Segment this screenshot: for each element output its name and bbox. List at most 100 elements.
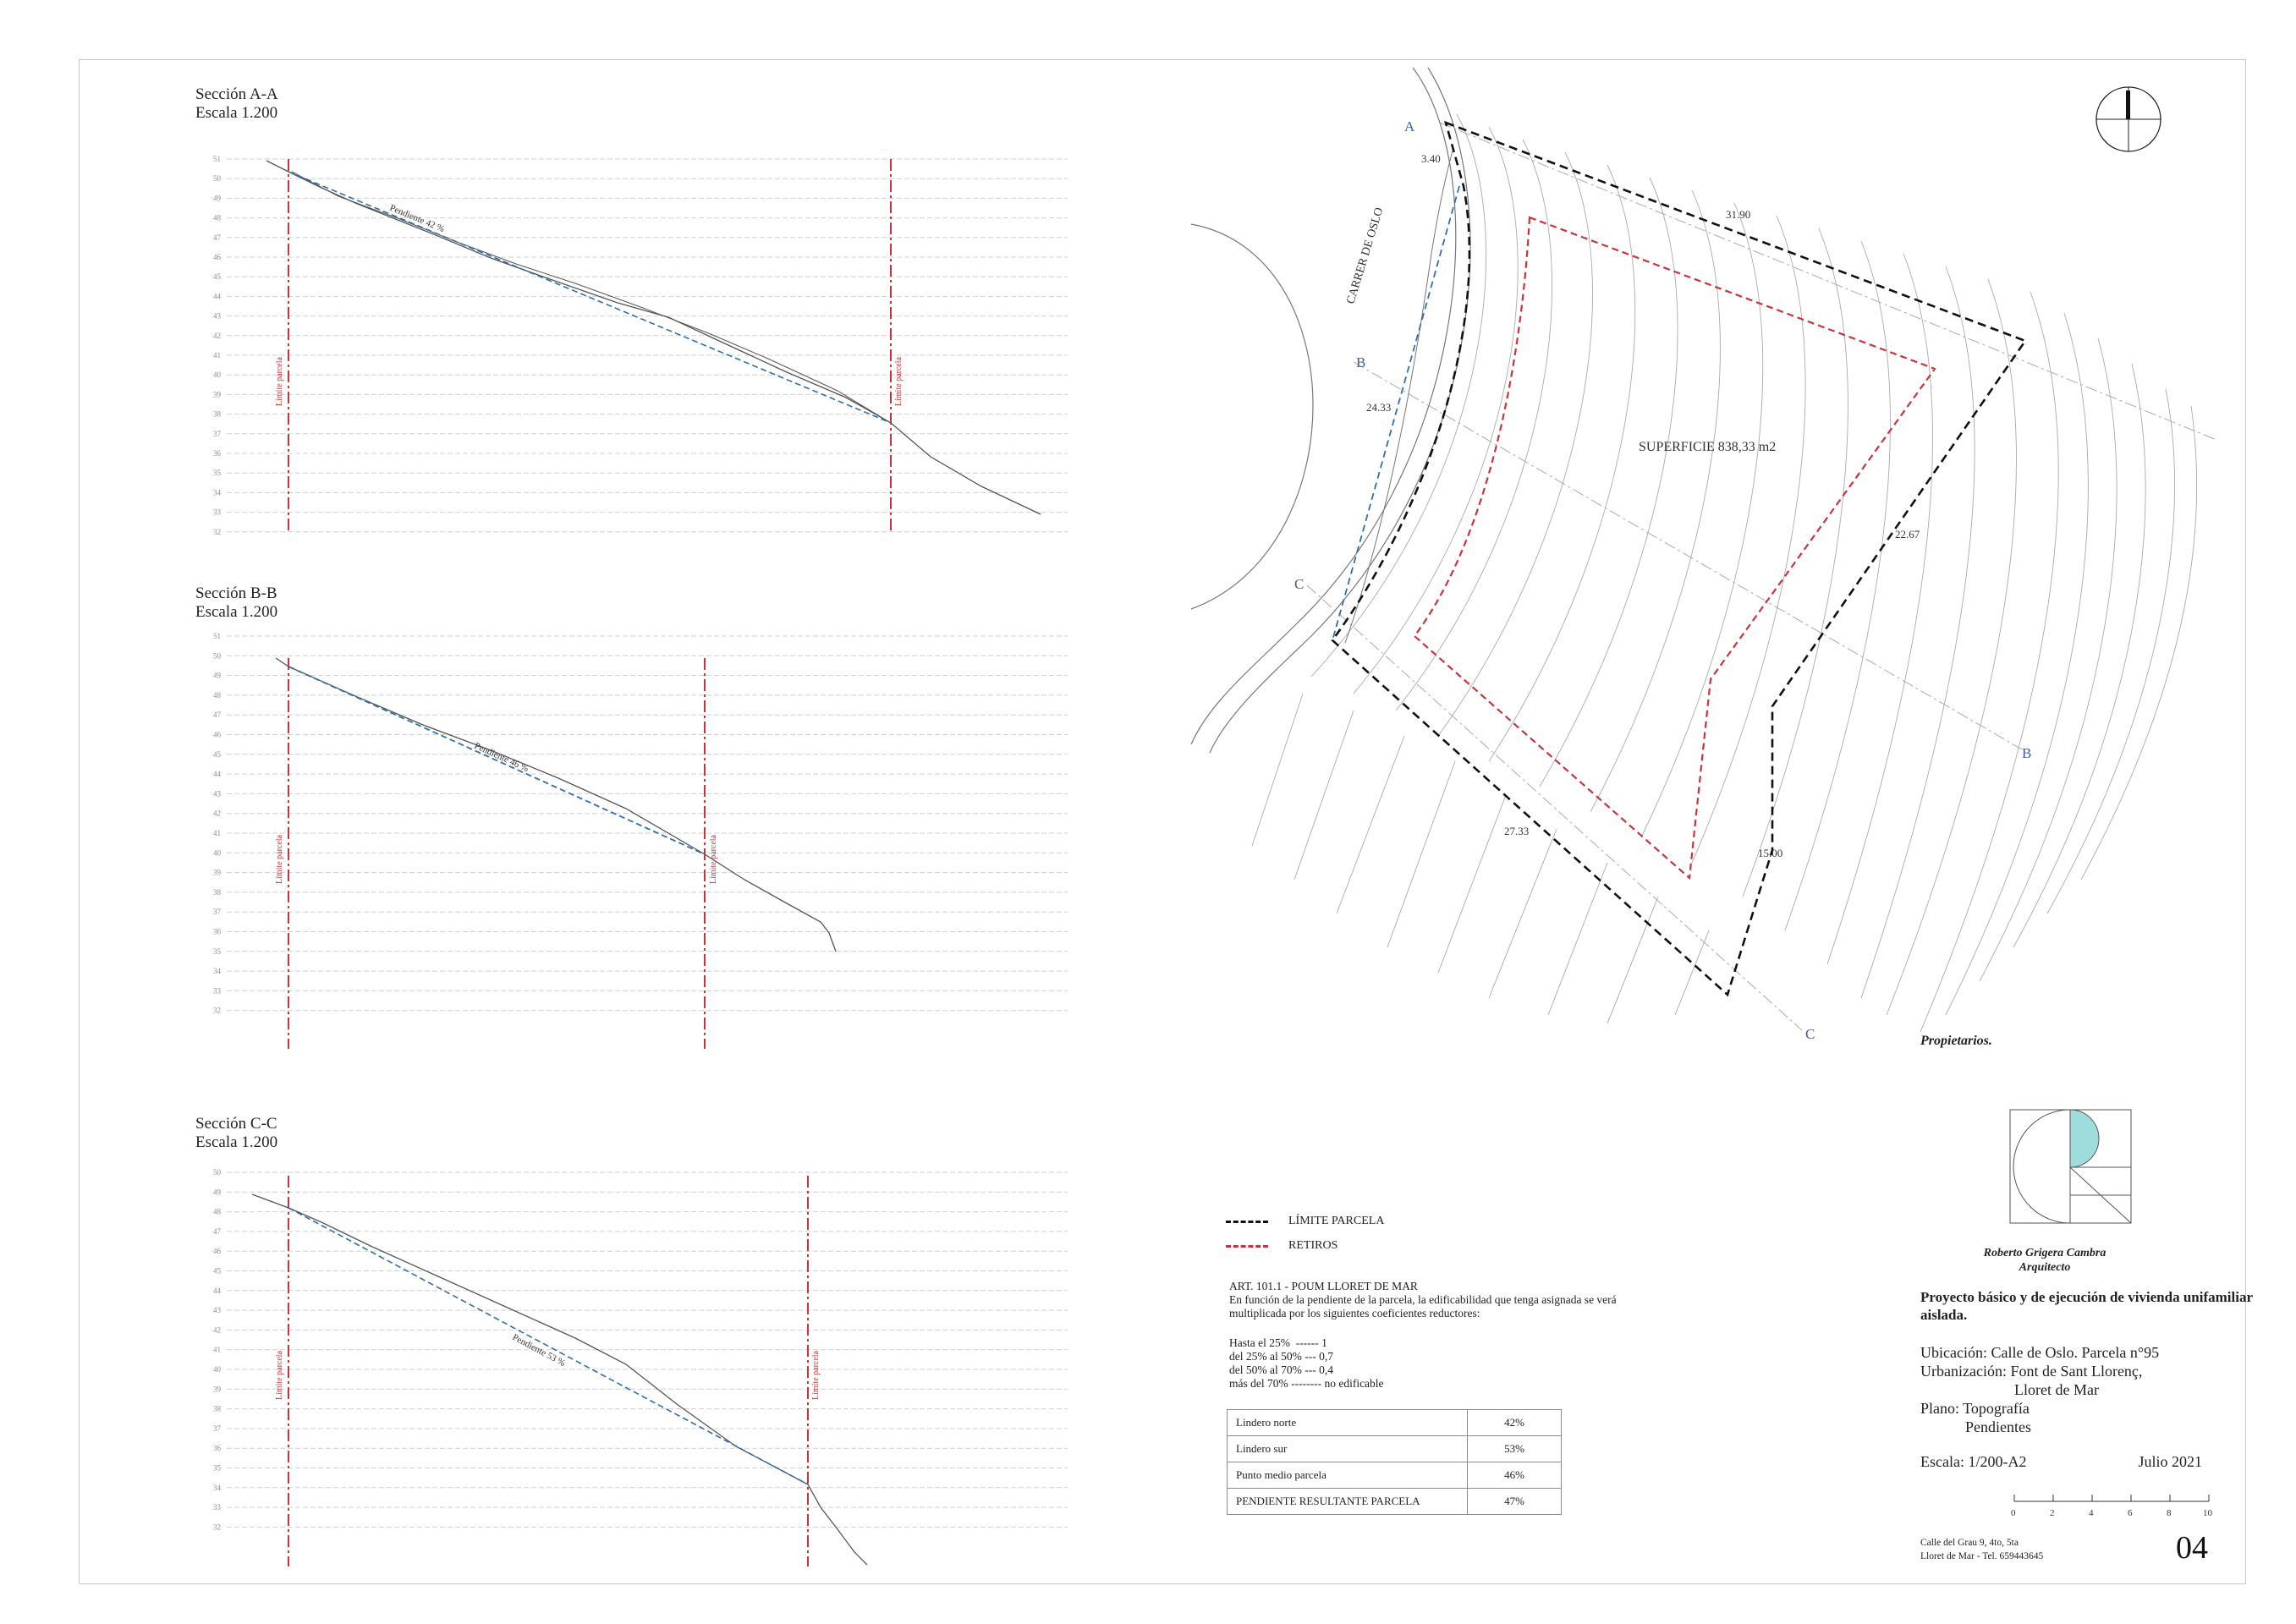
plan-name: Plano: Topografía xyxy=(1920,1400,2030,1417)
section-c-slope-line xyxy=(288,1207,809,1485)
tick-label: 34 xyxy=(213,488,222,497)
tick-label: 47 xyxy=(213,710,222,719)
tick-label: 46 xyxy=(213,253,222,261)
scale-label: Escala: 1/200-A2 xyxy=(1920,1453,2027,1470)
tick-label: 33 xyxy=(213,1503,222,1512)
section-a-limit-label-left: Límite parcela xyxy=(275,356,284,406)
dim-22-67: 22.67 xyxy=(1895,528,1920,540)
tick-label: 37 xyxy=(213,1424,222,1433)
tick-label: 50 xyxy=(213,1168,222,1177)
street-alignment xyxy=(1332,185,1460,641)
section-line-a xyxy=(1439,122,2217,441)
tick-label: 46 xyxy=(213,1247,222,1255)
location: Ubicación: Calle de Oslo. Parcela n°95 xyxy=(1920,1344,2160,1361)
contour-lines xyxy=(1251,113,2198,1033)
tick-label: 50 xyxy=(213,174,222,183)
tick-label: 44 xyxy=(213,292,222,300)
tick-label: 47 xyxy=(213,1227,222,1236)
road-edge-inner xyxy=(1209,67,1471,754)
plan-subname: Pendientes xyxy=(1965,1418,2031,1435)
tick-label: 34 xyxy=(213,967,222,975)
tick-label: 46 xyxy=(213,731,222,739)
tick-label: 40 xyxy=(213,848,222,857)
coef-line: Hasta el 25% ------ 1 xyxy=(1229,1336,1327,1349)
tick-label: 38 xyxy=(213,1405,222,1413)
coef-line: del 50% al 70% --- 0,4 xyxy=(1229,1363,1333,1376)
section-b-profile: Pendiente 46 % Límite parcela Límite par… xyxy=(275,657,837,1049)
tick-label: 47 xyxy=(213,233,222,242)
tick-label: 42 xyxy=(213,1325,221,1334)
tick-label: 45 xyxy=(213,1267,222,1276)
tick-label: 36 xyxy=(213,928,222,936)
setback-line xyxy=(1413,216,1936,881)
tick-label: 40 xyxy=(213,370,222,379)
tick-label: 42 xyxy=(213,809,221,818)
tick-label: 38 xyxy=(213,888,222,897)
tick-label: 32 xyxy=(213,1007,221,1015)
article-title: ART. 101.1 - POUM LLORET DE MAR xyxy=(1229,1280,1418,1292)
tick-label: 34 xyxy=(213,1484,222,1492)
tick-label: 33 xyxy=(213,986,222,995)
tick-label: 44 xyxy=(213,1287,222,1295)
tick-label: 43 xyxy=(213,1306,222,1314)
section-a-limit-label-right: Límite parcela xyxy=(894,356,904,406)
project-title: Proyecto básico y de ejecución de vivien… xyxy=(1920,1289,2253,1323)
coef-line: del 25% al 50% --- 0,7 xyxy=(1229,1350,1333,1363)
tick-label: 41 xyxy=(213,351,221,359)
tick-label: 48 xyxy=(213,691,222,700)
tick-label: 40 xyxy=(213,1365,222,1374)
tick-label: 48 xyxy=(213,214,222,222)
article-text: ART. 101.1 - POUM LLORET DE MAR En funci… xyxy=(1229,1280,1652,1320)
section-line-b xyxy=(1353,361,2023,750)
tick-label: 45 xyxy=(213,750,222,759)
urbanization-city: Lloret de Mar xyxy=(2014,1381,2099,1398)
section-a-slope-label: Pendiente 42 % xyxy=(388,203,446,235)
tick-label: 39 xyxy=(213,390,222,398)
tick-label: 49 xyxy=(213,672,222,680)
scale-tick: 2 xyxy=(2050,1508,2055,1518)
tick-label: 35 xyxy=(213,1464,222,1473)
section-c-limit-label-left: Límite parcela xyxy=(275,1350,284,1400)
parcel-limit xyxy=(1331,120,2028,997)
tick-label: 49 xyxy=(213,194,222,202)
section-b-slope-line xyxy=(288,666,706,855)
area-label: SUPERFICIE 838,33 m2 xyxy=(1639,440,1776,454)
tick-label: 37 xyxy=(213,430,222,438)
section-c-profile: Pendiente 53 % Límite parcela Límite par… xyxy=(251,1176,868,1566)
coef-line: más del 70% -------- no edificable xyxy=(1229,1377,1384,1390)
tick-label: 42 xyxy=(213,332,221,340)
sheet-number: 04 xyxy=(2176,1530,2208,1566)
tick-label: 39 xyxy=(213,1385,222,1393)
coefficients: Hasta el 25% ------ 1 del 25% al 50% ---… xyxy=(1229,1336,1568,1391)
tick-label: 41 xyxy=(213,1346,221,1354)
section-b-slope-label: Pendiente 46 % xyxy=(473,741,530,774)
road-edge-outer xyxy=(1190,67,1457,745)
architect-logo xyxy=(2009,1109,2132,1224)
dim-24-33: 24.33 xyxy=(1366,401,1391,414)
article-body: En función de la pendiente de la parcela… xyxy=(1229,1293,1617,1320)
section-c-terrain xyxy=(251,1193,868,1566)
tick-label: 39 xyxy=(213,869,222,877)
section-a-terrain xyxy=(266,160,1041,515)
marker-b-end: B xyxy=(2022,745,2031,761)
tick-label: 48 xyxy=(213,1208,222,1216)
urbanization: Urbanización: Font de Sant Llorenç, xyxy=(1920,1363,2143,1380)
tick-label: 35 xyxy=(213,469,222,477)
scale-tick: 10 xyxy=(2203,1508,2212,1518)
marker-b-start: B xyxy=(1356,354,1365,370)
studio-address: Calle del Grau 9, 4to, 5ta Lloret de Mar… xyxy=(1920,1538,2044,1561)
section-b-limit-label-left: Límite parcela xyxy=(275,834,284,884)
section-b-limit-label-right: Límite parcela xyxy=(709,834,718,884)
tick-label: 35 xyxy=(213,947,222,956)
street-name: CARRER DE OSLO xyxy=(1344,206,1386,305)
legend-setbacks: RETIROS xyxy=(1226,1239,1338,1253)
dim-3-40: 3.40 xyxy=(1421,152,1441,165)
